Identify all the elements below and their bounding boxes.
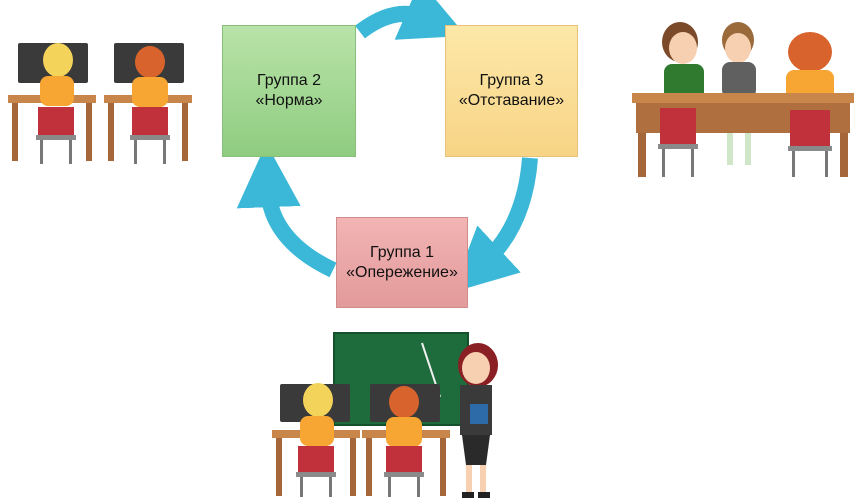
group-1-title: Группа 1: [369, 243, 435, 261]
group-3-title: Группа 3: [479, 72, 544, 89]
group-2-box: Группа 2 «Норма»: [222, 25, 356, 157]
students-at-table-icon: [632, 22, 854, 177]
group-3-box: Группа 3 «Отставание»: [445, 25, 578, 157]
group-1-subtitle: «Опережение»: [346, 263, 458, 281]
arrow-group2-to-group3: [355, 0, 467, 40]
arrow-group3-to-group1: [452, 157, 538, 293]
group-3-subtitle: «Отставание»: [458, 92, 565, 109]
group-2-subtitle: «Норма»: [255, 92, 323, 109]
teacher-with-chalkboard-icon: [272, 332, 498, 498]
group-1-box: Группа 1 «Опережение»: [336, 217, 468, 308]
group-2-title: Группа 2: [256, 72, 322, 89]
arrow-group1-to-group2: [236, 143, 337, 278]
students-at-computers-icon: [8, 43, 192, 164]
